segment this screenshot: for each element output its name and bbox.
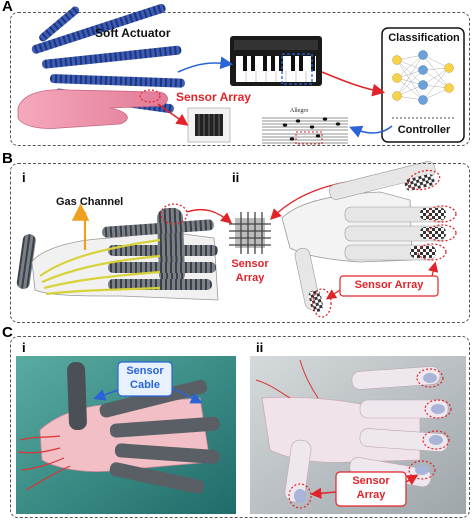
sensor-array-label-box-c: [335, 471, 407, 507]
arrow-array-to-finger: [405, 474, 419, 486]
sensor-cable-label-bottom: Cable: [130, 379, 160, 391]
sensor-cable-label-box: [117, 361, 173, 397]
neural-network: [392, 50, 454, 105]
arrow-sensor-i-to-grid: [186, 208, 233, 224]
arrow-array-to-thumb: [310, 487, 337, 499]
sensor-array-label-c-bottom: Array: [356, 489, 386, 501]
arrow-keyboard-to-classifier: [321, 71, 386, 97]
sensor-array-photo: [187, 107, 231, 143]
panel-b-sub-ii: ii: [232, 170, 240, 185]
sensor-array-label-b-top: Sensor: [231, 258, 269, 270]
gas-channel-label: Gas Channel: [56, 196, 124, 208]
controller-label: Controller: [397, 124, 451, 136]
sensor-array-label-box-b: [339, 275, 439, 297]
panel-b-letter: B: [2, 150, 13, 167]
arrow-glove-to-sensor: [157, 103, 189, 126]
arrow-cable-to-hand: [93, 389, 119, 401]
sheet-music: [255, 108, 350, 145]
arrow-controller-to-music: [349, 125, 393, 138]
sensor-array-grid: [229, 212, 271, 254]
panel-a-letter: A: [2, 0, 13, 15]
arrow-actuator-to-keyboard: [177, 56, 234, 73]
panel-c-frame: [10, 336, 470, 518]
sensor-cable-label-top: Sensor: [126, 365, 164, 377]
panel-c-sub-ii: ii: [256, 340, 264, 355]
sensor-array-label-a: Sensor Array: [176, 90, 251, 104]
arrow-label-to-finger: [428, 261, 439, 277]
actuator-hand-ii: [281, 161, 457, 318]
panel-b-frame: [10, 163, 470, 323]
actuator-hand-i: [16, 203, 219, 301]
panel-c-sub-i: i: [22, 340, 26, 355]
arrow-cable-to-finger: [171, 387, 203, 404]
panel-a-frame: [10, 12, 470, 146]
piano-keyboard: [230, 36, 322, 86]
panel-b-sub-i: i: [22, 170, 26, 185]
sensor-array-label-c-top: Sensor: [352, 475, 390, 487]
pink-hand: [17, 89, 168, 129]
arrow-label-to-thumb: [325, 289, 341, 300]
panel-c-letter: C: [2, 324, 13, 341]
classification-label: Classification: [388, 32, 460, 44]
sheet-music-title: Allegro: [290, 108, 309, 114]
photo-c-i: [16, 356, 236, 514]
soft-actuator-label: Soft Actuator: [95, 26, 171, 40]
sensor-array-box-label-b: Sensor Array: [354, 279, 424, 291]
soft-actuator-illustration: [17, 3, 185, 129]
sensor-array-label-b-bottom: Array: [235, 272, 265, 284]
